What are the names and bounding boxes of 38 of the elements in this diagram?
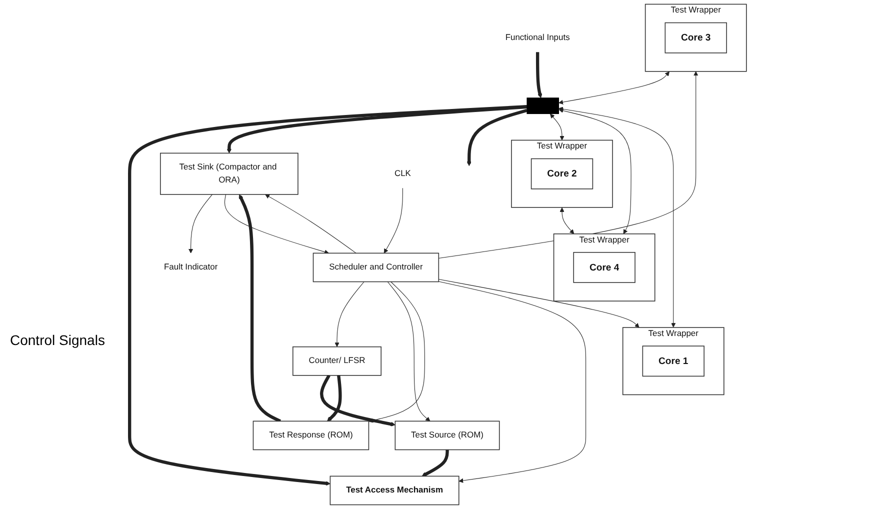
node-box: Counter/ LFSR [292,346,382,376]
node-box: Test Response (ROM) [252,420,370,450]
arrow [550,114,564,140]
arrow [320,374,396,426]
arrow [265,194,356,254]
arrow [558,108,632,234]
arrow [224,194,330,254]
arrow [466,108,528,166]
arrow [226,105,528,154]
arrow [188,194,213,254]
node-box: Core 3 [664,22,727,54]
arrow [558,71,670,104]
node-box: Scheduler and Controller [312,252,440,282]
arrow [558,106,676,328]
node-text: Fault Indicator [164,262,218,272]
node-bar [526,98,559,114]
node-box: Test Source (ROM) [394,420,500,450]
node-box: Test Access Mechanism [330,476,460,506]
node-box: Core 4 [573,252,636,283]
arrow [422,450,449,477]
arrow [384,188,403,254]
arrow [438,281,586,483]
node-text: CLK [394,169,411,178]
arrow [438,278,640,328]
arrow [327,375,342,422]
arrow [560,207,574,234]
arrow [536,52,542,98]
arrow [238,194,282,423]
arrow [368,281,425,423]
note-label: Control Signals [10,332,105,348]
node-text: Functional Inputs [505,33,570,42]
arrow [387,281,430,422]
node-box: Test Sink (Compactor and ORA) [160,152,298,195]
node-box: Core 1 [642,346,704,377]
arrow [334,281,364,348]
arrow [128,105,528,486]
arrow [438,71,698,259]
node-box: Core 2 [530,158,594,190]
